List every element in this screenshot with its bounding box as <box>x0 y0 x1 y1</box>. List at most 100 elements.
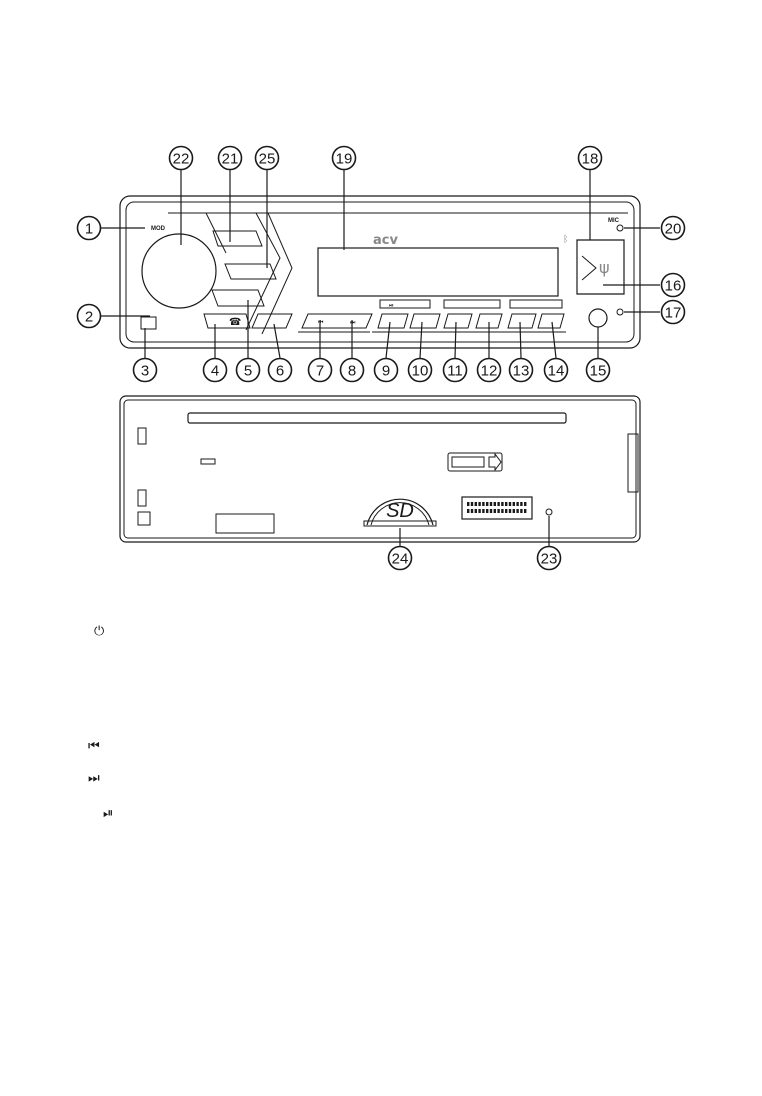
callout-number: 9 <box>382 363 390 380</box>
preset-button-6[interactable] <box>537 313 565 329</box>
callout-circle <box>168 145 194 171</box>
callout-15: 15 <box>585 357 611 383</box>
callout-3: 3 <box>132 357 158 383</box>
callout-circle <box>660 215 686 241</box>
usb-connector-inner <box>451 456 485 468</box>
connector-pin <box>482 502 485 506</box>
connector-pin <box>482 509 485 513</box>
button-column-slant-b <box>261 212 293 335</box>
brand-logo: acv <box>373 233 398 248</box>
usb-connector <box>447 452 503 472</box>
mod-label: MOD <box>151 226 166 232</box>
sd-slot-arc-inner <box>370 502 430 526</box>
button-column-4[interactable] <box>203 313 251 329</box>
bluetooth-icon: ᛒ <box>563 234 568 245</box>
callout-16: 16 <box>660 272 686 298</box>
callout-number: 12 <box>481 363 498 380</box>
connector-pin <box>516 509 519 513</box>
callout-circle <box>476 357 502 383</box>
callout-number: 14 <box>548 363 565 380</box>
reset-hole[interactable] <box>616 308 624 316</box>
previous-track-icon: ⏮ <box>88 739 100 754</box>
connector-pin <box>478 509 481 513</box>
connector-pin <box>508 509 512 513</box>
callout-circle <box>76 303 102 329</box>
callout-circle <box>536 545 562 571</box>
play-pause-icon: ⏯ <box>103 806 114 821</box>
connector-pin <box>524 509 527 513</box>
callout-number: 25 <box>259 151 276 168</box>
callout-circle <box>307 357 333 383</box>
side-latch-2 <box>137 489 147 507</box>
connector-pin <box>520 502 523 506</box>
callout-14: 14 <box>543 357 569 383</box>
callout-number: 20 <box>665 221 682 238</box>
seek-prev-mini-icon: ⏮ <box>318 319 324 326</box>
volume-knob[interactable] <box>141 233 217 309</box>
preset-button-4[interactable] <box>475 313 503 329</box>
callout-circle <box>76 215 102 241</box>
right-edge-tab <box>627 433 639 493</box>
front-panel-inner <box>125 201 635 343</box>
callout-circle <box>339 357 365 383</box>
seek-buttons[interactable] <box>301 313 373 329</box>
button-column-top[interactable] <box>212 230 263 247</box>
pin-connector-pins <box>467 502 527 513</box>
callout-25: 25 <box>254 145 280 171</box>
sd-label: SD <box>386 500 414 522</box>
callout-number: 18 <box>582 151 599 168</box>
button-column-2[interactable] <box>224 263 277 280</box>
callout-circle <box>217 145 243 171</box>
rear-panel-outer <box>119 395 641 543</box>
callout-13: 13 <box>508 357 534 383</box>
callout-18: 18 <box>577 145 603 171</box>
callout-4: 4 <box>202 357 228 383</box>
connector-pin <box>474 509 477 513</box>
label-strip-3 <box>509 299 563 309</box>
callout-7: 7 <box>307 357 333 383</box>
button-column-slant-a <box>245 212 281 331</box>
callout-11: 11 <box>442 357 468 383</box>
callout-number: 2 <box>85 309 93 326</box>
preset-button-5[interactable] <box>507 313 537 329</box>
callout-circle <box>660 272 686 298</box>
mod-port[interactable] <box>140 316 157 330</box>
callout-circle <box>660 299 686 325</box>
preset-button-1[interactable] <box>377 313 409 329</box>
callout-number: 6 <box>276 363 284 380</box>
seek-next-mini-icon: ⏭ <box>350 319 356 326</box>
connector-pin <box>497 509 500 513</box>
button-column-top-outline <box>168 212 227 254</box>
connector-pin <box>486 502 489 506</box>
aux-jack[interactable] <box>588 308 608 328</box>
connector-pin <box>470 502 474 506</box>
power-icon: ⏻ <box>94 624 105 639</box>
rear-block <box>215 513 275 534</box>
callout-5: 5 <box>235 357 261 383</box>
callout-circle <box>235 357 261 383</box>
callout-circle <box>508 357 534 383</box>
next-track-icon: ⏭ <box>88 771 100 786</box>
callout-1: 1 <box>76 215 102 241</box>
callout-number: 15 <box>590 363 607 380</box>
side-latch-1 <box>137 427 147 445</box>
callout-23: 23 <box>536 545 562 571</box>
callout-circle <box>543 357 569 383</box>
mic-label: MIC <box>608 218 620 224</box>
callout-number: 13 <box>513 363 530 380</box>
phone-icon: ☎ <box>229 317 241 328</box>
connector-pin <box>497 502 500 506</box>
arrow-icon <box>488 452 502 472</box>
sd-slot-arc <box>366 498 434 526</box>
connector-pin <box>516 502 519 506</box>
release-button[interactable] <box>251 313 293 329</box>
button-column-3[interactable] <box>211 289 265 307</box>
callout-24: 24 <box>387 545 413 571</box>
callout-circle <box>585 357 611 383</box>
connector-pin <box>520 509 523 513</box>
preset-button-3[interactable] <box>443 313 473 329</box>
preset-button-2[interactable] <box>409 313 441 329</box>
sd-slot-base <box>363 520 437 527</box>
callout-number: 4 <box>211 363 219 380</box>
callout-circle <box>373 357 399 383</box>
